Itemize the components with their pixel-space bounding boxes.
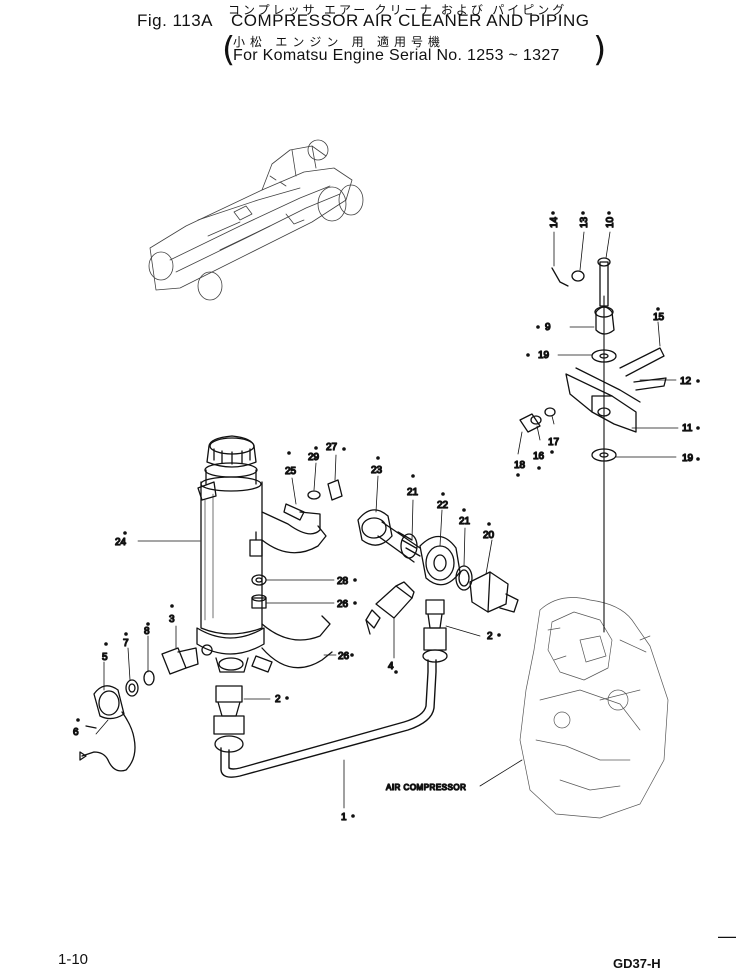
part-label-13: 13 — [579, 216, 590, 228]
bolt-27 — [251, 597, 267, 609]
elbow-fitting-upper — [422, 599, 448, 663]
part-label-29a: 28 — [337, 576, 349, 587]
check-valve-stack — [357, 509, 519, 613]
part-label-7: 7 — [123, 638, 129, 649]
air-compressor — [519, 597, 669, 819]
mounting-bracket-assembly — [519, 347, 667, 462]
page-number: 1-10 — [58, 951, 89, 968]
leader-lines — [95, 231, 679, 809]
corner-dash: — — [718, 926, 736, 946]
part-label-5: 5 — [102, 652, 108, 663]
washer-29-upper — [307, 490, 321, 500]
japanese-subtitle: 小松 エンジン 用 適用号機 — [233, 35, 446, 49]
part-label-8: 8 — [144, 626, 150, 637]
part-label-19a: 19 — [538, 350, 550, 361]
part-label-28: 27 — [326, 442, 338, 453]
part-label-22: 22 — [437, 500, 449, 511]
marker-dots — [76, 211, 700, 818]
japanese-title: コンプレッサ エアー クリーナ および パイピング — [228, 3, 568, 17]
part-label-27: 26 — [337, 599, 349, 610]
drain-cap-assembly — [79, 647, 199, 772]
part-label-2b: 2 — [487, 631, 493, 642]
elbow-fitting-lower — [213, 685, 245, 753]
part-label-4: 4 — [388, 661, 394, 672]
part-label-2a: 2 — [275, 694, 281, 705]
breather-plug — [365, 581, 415, 635]
inlet-valve-assembly — [551, 257, 615, 335]
part-label-23: 23 — [371, 465, 383, 476]
part-label-1: 1 — [341, 812, 347, 823]
air-cleaner-assembly — [196, 435, 265, 673]
air-compressor-label: AIR COMPRESSOR — [386, 783, 466, 792]
figure-title-text: COMPRESSOR AIR CLEANER AND PIPING — [231, 11, 590, 30]
part-label-10: 10 — [605, 216, 616, 228]
part-label-6: 6 — [73, 727, 79, 738]
part-label-17: 17 — [548, 437, 560, 448]
part-label-9: 9 — [545, 322, 551, 333]
part-label-3: 3 — [169, 614, 175, 625]
part-label-16: 16 — [533, 451, 545, 462]
model-code: GD37-H — [613, 956, 661, 971]
part-label-15: 15 — [653, 312, 665, 323]
part-label-26b: 26 — [338, 651, 350, 662]
part-labels: 1 2 2 3 4 5 6 7 8 9 10 11 12 13 14 15 16… — [72, 216, 694, 824]
figure-number: Fig. 113A — [137, 11, 214, 30]
bolt-28 — [327, 479, 343, 501]
part-label-20: 20 — [483, 530, 495, 541]
part-label-19b: 19 — [682, 453, 694, 464]
right-parenthesis: ) — [593, 30, 607, 70]
part-label-11: 11 — [682, 423, 693, 434]
part-label-21b: 21 — [459, 516, 471, 527]
part-label-12: 12 — [680, 376, 692, 387]
figure-title: Fig. 113A COMPRESSOR AIR CLEANER AND PIPI… — [137, 11, 737, 31]
part-label-26a: 25 — [285, 466, 297, 477]
lower-mounting-band — [251, 615, 333, 673]
air-tube — [220, 659, 437, 778]
grader-overview-sketch — [148, 139, 364, 301]
part-label-21a: 21 — [407, 487, 419, 498]
nut-29-lower — [251, 574, 267, 586]
part-label-29b: 29 — [308, 452, 320, 463]
part-label-18: 18 — [514, 460, 526, 471]
left-parenthesis: ( — [222, 30, 236, 70]
part-label-25: 24 — [115, 537, 127, 548]
part-label-14: 14 — [549, 216, 560, 228]
upper-mounting-band — [249, 503, 327, 557]
serial-range: For Komatsu Engine Serial No. 1253 ~ 132… — [233, 47, 560, 64]
